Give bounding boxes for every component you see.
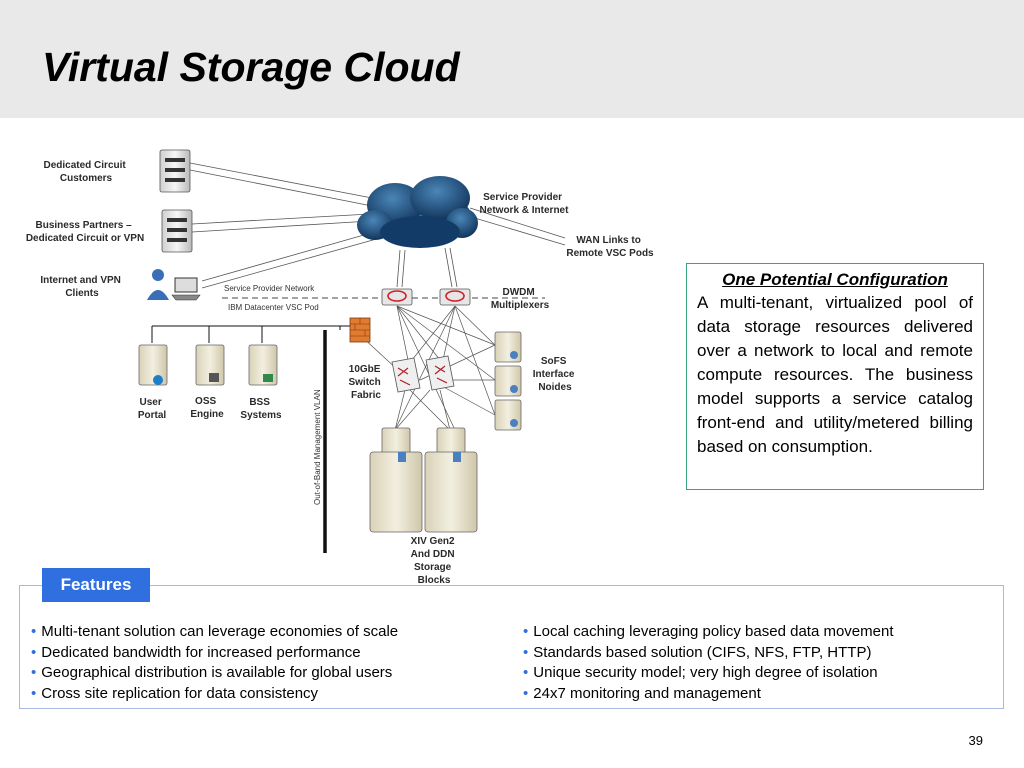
- feature-item: •Geographical distribution is available …: [31, 664, 393, 681]
- features-list-left: •Multi-tenant solution can leverage econ…: [31, 622, 398, 704]
- configuration-box: One Potential Configuration A multi-tena…: [686, 263, 984, 490]
- label-service-provider: Service Provider Network & Internet: [480, 192, 570, 216]
- configuration-title: One Potential Configuration: [722, 270, 948, 289]
- label-xiv-storage: XIV Gen2 And DDN Storage Blocks: [411, 536, 458, 585]
- label-dwdm: DWDM Multiplexers: [491, 287, 550, 311]
- bullet-icon: •: [523, 684, 529, 702]
- dwdm-multiplexer-icon: [381, 288, 471, 306]
- label-ibm-pod: IBM Datacenter VSC Pod: [228, 303, 319, 312]
- feature-item: •Local caching leveraging policy based d…: [523, 623, 894, 640]
- title-bar: [0, 0, 1024, 118]
- internet-cloud-icon: [357, 176, 478, 248]
- switch-fabric-icon: [391, 355, 455, 393]
- vlan-label: Out-of-Band Management VLAN: [313, 389, 322, 505]
- cloud-dwdm-links: [396, 247, 458, 288]
- management-bus: [151, 325, 365, 343]
- bullet-icon: •: [523, 623, 529, 640]
- label-sofs: SoFS Interface Noides: [533, 356, 577, 393]
- label-user-portal: User Portal: [138, 397, 167, 421]
- bss-systems-server-icon: [248, 344, 278, 386]
- label-internet-vpn: Internet and VPN Clients: [40, 275, 123, 299]
- bullet-icon: •: [523, 643, 529, 661]
- features-box: [19, 585, 1004, 709]
- bullet-icon: •: [523, 664, 529, 681]
- user-portal-server-icon: [138, 344, 168, 386]
- feature-item: •Unique security model; very high degree…: [523, 664, 878, 681]
- sofs-node-icon: [494, 331, 522, 431]
- bullet-icon: •: [31, 664, 37, 681]
- oss-engine-server-icon: [195, 344, 225, 386]
- dedicated-circuit-server-icon: [159, 149, 191, 193]
- configuration-description: A multi-tenant, virtualized pool of data…: [697, 293, 973, 456]
- label-dedicated-circuit: Dedicated Circuit Customers: [43, 160, 128, 184]
- bullet-icon: •: [31, 684, 37, 702]
- feature-item: •24x7 monitoring and management: [523, 684, 761, 702]
- feature-item: •Cross site replication for data consist…: [31, 684, 319, 702]
- xiv-storage-block-icon: [369, 427, 478, 533]
- client-links: [189, 162, 566, 289]
- label-switch-fabric: 10GbE Switch Fabric: [348, 364, 383, 401]
- page-number: 39: [968, 733, 983, 748]
- label-oss-engine: OSS Engine: [190, 396, 224, 420]
- bullet-icon: •: [31, 623, 37, 640]
- business-partner-server-icon: [161, 209, 193, 253]
- slide-title: Virtual Storage Cloud: [42, 44, 460, 90]
- label-bss-systems: BSS Systems: [240, 397, 282, 421]
- features-list-right: •Local caching leveraging policy based d…: [523, 622, 894, 704]
- label-sp-network: Service Provider Network: [224, 284, 315, 293]
- bullet-icon: •: [31, 643, 37, 661]
- feature-item: •Multi-tenant solution can leverage econ…: [31, 623, 399, 640]
- features-tab: Features: [42, 568, 150, 602]
- label-business-partners: Business Partners – Dedicated Circuit or…: [26, 220, 144, 244]
- label-wan-links: WAN Links to Remote VSC Pods: [566, 235, 654, 259]
- user-laptop-icon: [147, 269, 201, 301]
- feature-item: •Standards based solution (CIFS, NFS, FT…: [523, 643, 872, 661]
- network-diagram: Out-of-Band Management VLAN: [26, 149, 654, 585]
- firewall-icon: [349, 317, 371, 343]
- feature-item: •Dedicated bandwidth for increased perfo…: [31, 643, 361, 661]
